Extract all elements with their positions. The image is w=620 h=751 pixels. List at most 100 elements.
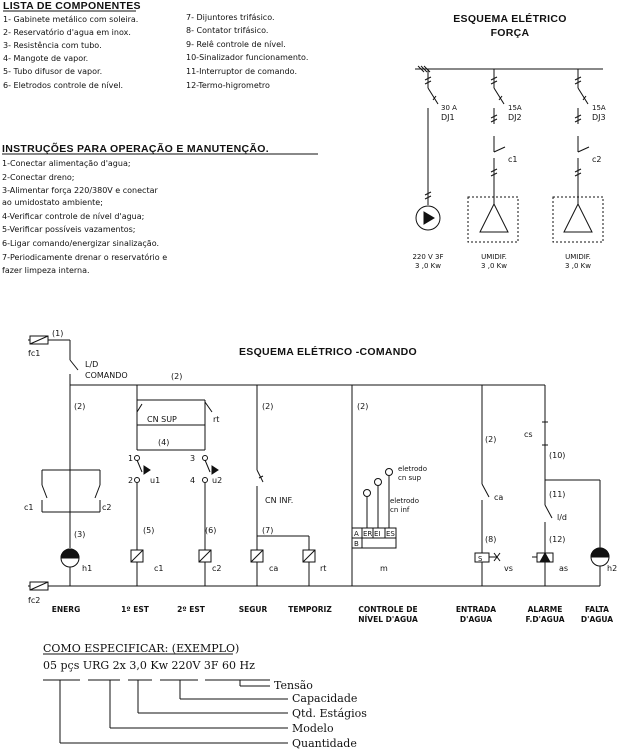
svg-text:(1): (1) [52, 329, 63, 338]
svg-text:F.D'AGUA: F.D'AGUA [525, 615, 564, 624]
svg-text:c2: c2 [212, 564, 222, 573]
svg-text:rt: rt [213, 415, 219, 424]
column-water-inlet: (2) ca (8) S vs [474, 385, 513, 586]
svg-text:m: m [380, 564, 388, 573]
components-left-list: 1- Gabinete metálico com soleira. 2- Res… [3, 15, 138, 90]
svg-text:(2): (2) [357, 402, 368, 411]
fuse-fc1: fc1 (1) [28, 329, 70, 358]
component-item: 2- Reservatório d'agua em inox. [3, 27, 131, 37]
power-bus [415, 65, 603, 73]
component-item: 6- Eletrodos controle de nível. [3, 81, 123, 90]
svg-text:(11): (11) [549, 490, 565, 499]
legend-tension: Tensão [274, 679, 313, 692]
load-line2: 3 ,0 Kw [565, 262, 591, 270]
spec-legend: Tensão Capacidade Qtd. Estágios Modelo Q… [43, 679, 367, 750]
svg-text:l/d: l/d [557, 513, 567, 522]
svg-text:h1: h1 [82, 564, 92, 573]
column-level-control: (2) A ER EI ES B eletrodo cn sup eletrod… [351, 385, 427, 586]
svg-text:rt: rt [320, 564, 326, 573]
pump-arrow-icon [423, 211, 435, 225]
instructions-title: INSTRUÇÕES PARA OPERAÇÃO E MANUTENÇÃO. [2, 142, 269, 155]
svg-text:fc1: fc1 [28, 349, 40, 358]
column-no-water: h2 [590, 547, 617, 586]
instruction-line: 7-Periodicamente drenar o reservatório e [2, 252, 167, 262]
component-item: 3- Resistência com tubo. [3, 40, 102, 50]
load-line2: 3 ,0 Kw [415, 262, 441, 270]
power-title-line2: FORÇA [491, 27, 530, 39]
load-line2: 3 ,0 Kw [481, 262, 507, 270]
load-line1: 220 V 3F [412, 253, 443, 261]
svg-text:ca: ca [494, 493, 503, 502]
breaker-rating: 15A [592, 104, 606, 112]
legend-capacity: Capacidade [292, 692, 357, 705]
svg-text:(7): (7) [262, 526, 273, 535]
svg-text:fc2: fc2 [28, 596, 40, 605]
svg-text:c1: c1 [154, 564, 164, 573]
component-item: 12-Termo-higrometro [186, 81, 270, 90]
breaker-id: DJ1 [441, 113, 455, 122]
instruction-line: 1-Conectar alimentação d'agua; [2, 159, 131, 168]
svg-text:TEMPORIZ: TEMPORIZ [288, 605, 332, 614]
components-right-list: 7- Dijuntores trifásico. 8- Contator tri… [186, 13, 308, 90]
svg-text:(2): (2) [262, 402, 273, 411]
svg-text:ER: ER [363, 530, 372, 538]
column-segur: (2) CN INF. (7) ca rt [250, 385, 326, 586]
svg-text:(3): (3) [74, 530, 85, 539]
svg-text:u2: u2 [212, 476, 222, 485]
svg-text:u1: u1 [150, 476, 160, 485]
svg-text:FALTA: FALTA [585, 605, 609, 614]
svg-text:1º EST: 1º EST [121, 605, 150, 614]
component-item: 11-Interruptor de comando. [186, 67, 297, 76]
svg-text:CONTROLE DE: CONTROLE DE [358, 605, 417, 614]
svg-text:1: 1 [128, 454, 133, 463]
column-energ: (2) c1 c2 (3) h1 [24, 385, 112, 586]
legend-stages: Qtd. Estágios [292, 707, 367, 720]
instruction-line: 2-Conectar dreno; [2, 173, 75, 182]
control-title: ESQUEMA ELÉTRICO -COMANDO [239, 345, 417, 358]
electrode-ei-icon [363, 489, 371, 497]
svg-text:ALARME: ALARME [528, 605, 563, 614]
spec-example: 05 pçs URG 2x 3,0 Kw 220V 3F 60 Hz [43, 659, 255, 672]
thermo-u1-icon [143, 465, 151, 475]
contactor-label: c2 [592, 155, 602, 164]
instruction-line: 5-Verificar possíveis vazamentos; [2, 225, 136, 234]
svg-text:EI: EI [374, 530, 381, 538]
column-alarm: cs (10) (11) l/d (12) as [524, 385, 601, 586]
component-item: 8- Contator trifásico. [186, 26, 268, 35]
control-bottom-bus: fc2 [28, 581, 600, 605]
level-relay-bottom [351, 537, 397, 549]
svg-text:CN INF.: CN INF. [265, 496, 293, 505]
heater-delta-icon [479, 202, 509, 233]
component-item: 10-Sinalizador funcionamento. [186, 53, 308, 62]
legend-quantity: Quantidade [292, 737, 357, 750]
component-item: 4- Mangote de vapor. [3, 54, 88, 63]
contactor-label: c1 [508, 155, 518, 164]
svg-text:(2): (2) [171, 372, 182, 381]
thermo-u2-icon [211, 465, 219, 475]
svg-text:(2): (2) [74, 402, 85, 411]
column-stages: (2) CN SUP rt (4) 1 3 2 u1 4 u2 (5) (6) … [128, 372, 222, 586]
load-line1: UMIDIF. [565, 253, 591, 261]
component-item: 9- Relê controle de nível. [186, 39, 286, 49]
svg-text:as: as [559, 564, 568, 573]
svg-text:L/D: L/D [85, 360, 98, 369]
power-branch-1: 30 A DJ1 220 V 3F 3 ,0 Kw [412, 69, 457, 270]
ld-switch: L/D COMANDO [69, 340, 128, 385]
svg-text:D'AGUA: D'AGUA [460, 615, 492, 624]
svg-text:4: 4 [190, 476, 195, 485]
svg-text:c2: c2 [102, 503, 112, 512]
svg-text:S: S [478, 555, 483, 563]
svg-text:NÍVEL D'AGUA: NÍVEL D'AGUA [358, 615, 418, 624]
electrode-sup-icon [385, 468, 393, 476]
spec-title: COMO ESPECIFICAR: (EXEMPLO) [43, 642, 239, 655]
svg-text:2: 2 [128, 476, 133, 485]
legend-model: Modelo [292, 722, 334, 735]
svg-text:(5): (5) [143, 526, 154, 535]
component-item: 5- Tubo difusor de vapor. [3, 67, 102, 76]
svg-text:cs: cs [524, 430, 533, 439]
svg-text:(8): (8) [485, 535, 496, 544]
svg-text:cn inf: cn inf [390, 506, 410, 514]
svg-text:cn sup: cn sup [398, 474, 422, 482]
svg-text:h2: h2 [607, 564, 617, 573]
